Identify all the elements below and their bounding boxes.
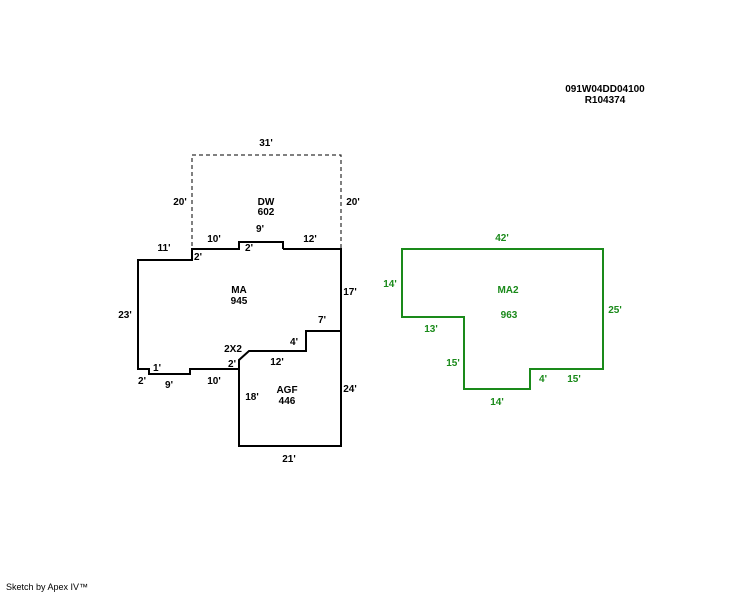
area-agf-code: AGF [276, 385, 297, 396]
dim-ma-top-mid: 10' [207, 234, 221, 245]
dw-outline [191, 154, 342, 249]
dim-agf-top: 12' [270, 357, 284, 368]
dim-ma2-step: 4' [539, 374, 547, 385]
dim-ma-jog-left: 2' [194, 252, 202, 263]
area-dw-code: DW [258, 197, 275, 208]
dim-ma-step: 4' [290, 337, 298, 348]
dim-ma-bottom-small: 1' [153, 363, 161, 374]
ma2-outline [401, 248, 604, 390]
dim-ma-bump-left: 2' [245, 243, 253, 254]
dim-ma2-right: 25' [608, 305, 622, 316]
area-dw-sqft: 602 [258, 207, 275, 218]
dim-ma-corner: 2' [228, 359, 236, 370]
dim-ma2-bottom-right: 15' [567, 374, 581, 385]
area-agf-sqft: 446 [279, 396, 296, 407]
dim-ma-chamfer: 2X2 [224, 344, 242, 355]
ma-outline [137, 241, 284, 375]
area-ma-code: MA [231, 285, 247, 296]
area-ma-sqft: 945 [231, 296, 248, 307]
dim-agf-bottom: 21' [282, 454, 296, 465]
dim-dw-left: 20' [173, 197, 187, 208]
account-id: R104374 [584, 95, 626, 106]
dim-ma2-bottom: 14' [490, 397, 504, 408]
dim-dw-right: 20' [346, 197, 360, 208]
area-ma2-code: MA2 [497, 285, 519, 296]
dim-ma2-left: 14' [383, 279, 397, 290]
dim-ma-bottom-mid: 10' [207, 376, 221, 387]
dim-ma2-inner-top: 13' [424, 324, 438, 335]
dim-ma-left: 23' [118, 310, 132, 321]
agf-outline [238, 331, 342, 447]
dim-ma-top-right: 12' [303, 234, 317, 245]
dim-ma2-inner-left: 15' [446, 358, 460, 369]
dim-dw-top: 31' [259, 138, 273, 149]
parcel-id: 091W04DD04100 [565, 84, 645, 95]
dim-dw-bump: 9' [256, 224, 264, 235]
dim-ma-bottom-left: 9' [165, 380, 173, 391]
dim-agf-left: 18' [245, 392, 259, 403]
dim-ma-right: 17' [343, 287, 357, 298]
dim-ma-top-left: 11' [158, 243, 171, 254]
dim-ma-notch: 7' [318, 315, 326, 326]
dim-agf-right: 24' [343, 384, 357, 395]
ma-right-outline [238, 248, 342, 369]
dim-ma-bottom-jog: 2' [138, 376, 146, 387]
dim-ma2-top: 42' [495, 233, 509, 244]
sketch-credit: Sketch by Apex IV™ [6, 582, 89, 592]
parcel-identifiers: 091W04DD04100 R104374 [540, 84, 670, 106]
area-ma2-sqft: 963 [501, 310, 518, 321]
